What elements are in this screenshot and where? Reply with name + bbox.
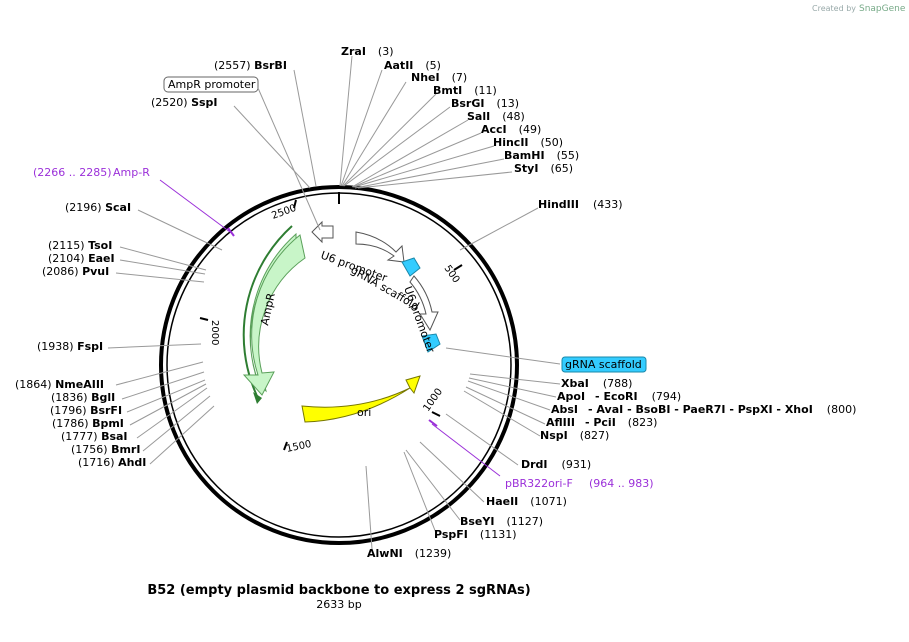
backbone-outer-ring	[159, 185, 519, 545]
map-subtitle: 2633 bp	[316, 598, 361, 611]
ori-feature-arrow[interactable]	[301, 375, 421, 423]
grna-scaffold-box-label: gRNA scaffold	[565, 358, 642, 371]
u6-promoter-b-arrow[interactable]	[409, 275, 439, 332]
backbone-inner-ring	[166, 192, 512, 538]
site-bpmi: (1786) BpmI	[52, 417, 124, 430]
pbr322ori-primer-name: pBR322ori-F	[505, 477, 573, 490]
tick-2500	[293, 199, 297, 209]
site-bseyi: BseYI(1127)	[460, 515, 543, 528]
tick-label-1000: 1000	[421, 387, 445, 414]
site-scai: (2196) ScaI	[65, 201, 131, 214]
site-sspi: (2520) SspI	[151, 96, 218, 109]
site-fspi: (1938) FspI	[37, 340, 103, 353]
top-site-leaders	[233, 55, 539, 251]
grna-scaffold-box	[561, 356, 647, 373]
site-haeii: HaeII(1071)	[486, 495, 567, 508]
site-eaei: (2104) EaeI	[48, 252, 115, 265]
amp-r-primer-name: Amp-R	[113, 166, 150, 179]
pbr322ori-primer-mark	[428, 419, 438, 427]
site-xbai: XbaI(788)	[561, 377, 632, 390]
site-sali: SalI(48)	[467, 110, 525, 123]
site-bgli: (1836) BglI	[51, 391, 115, 404]
tick-label-2000: 2000	[209, 320, 220, 345]
tick-1500	[283, 441, 288, 451]
ampr-feature-arrow[interactable]	[242, 234, 306, 396]
u6-promoter-a-arrow[interactable]	[355, 231, 405, 263]
site-bamhi: BamHI(55)	[504, 149, 579, 162]
site-aatii: AatII(5)	[384, 59, 441, 72]
amp-r-primer-arrowhead	[253, 392, 262, 404]
site-styi: StyI(65)	[514, 162, 573, 175]
site-pspfi: PspFI(1131)	[434, 528, 516, 541]
ampr-promoter-leader	[257, 87, 321, 231]
site-afliii-pcii: AflIII- PciI(823)	[546, 416, 657, 429]
tick-500	[453, 264, 463, 271]
site-ahdi: (1716) AhdI	[78, 456, 146, 469]
amp-r-primer-track	[242, 225, 293, 397]
site-hindiii: HindIII(433)	[538, 198, 623, 211]
site-bsrgi: BsrGI(13)	[451, 97, 519, 110]
amp-r-primer-range: (2266 .. 2285)	[33, 166, 112, 179]
grna-scaffold-a-arrow[interactable]	[401, 257, 421, 277]
site-absi-group: AbsI- AvaI - BsoBI - PaeR7I - PspXI - Xh…	[551, 403, 856, 416]
pbr322ori-primer-range: (964 .. 983)	[589, 477, 654, 490]
pbr322ori-primer-leader	[431, 423, 501, 477]
site-nhei: NheI(7)	[411, 71, 467, 84]
tick-1000	[431, 411, 441, 417]
left-site-leaders	[107, 209, 223, 465]
site-apoi-ecori: ApoI- EcoRI(794)	[557, 390, 681, 403]
tick-2000	[199, 317, 209, 321]
site-pvui: (2086) PvuI	[42, 265, 109, 278]
site-nmeaiii: (1864) NmeAIII	[15, 378, 104, 391]
site-tsoi: (2115) TsoI	[48, 239, 112, 252]
site-bsrbi: (2557) BsrBI	[214, 59, 287, 72]
snapgene-logo-text: SnapGene	[859, 4, 906, 14]
site-alwni: AlwNI(1239)	[367, 547, 451, 560]
site-hincii: HincII(50)	[493, 136, 563, 149]
grna-scaffold-leader	[445, 347, 561, 365]
site-bmti: BmtI(11)	[433, 84, 497, 97]
site-bsrfi: (1796) BsrFI	[50, 404, 122, 417]
right-site-leaders	[365, 373, 561, 550]
site-bsai: (1777) BsaI	[61, 430, 128, 443]
amp-r-primer-leader	[159, 179, 231, 233]
site-bmri: (1756) BmrI	[71, 443, 140, 456]
ampr-promoter-box-label: AmpR promoter	[168, 78, 256, 91]
site-drdi: DrdI(931)	[521, 458, 591, 471]
credit-prefix: Created by	[812, 4, 856, 13]
ampr-promoter-box	[163, 76, 259, 93]
amp-r-primer-mark	[227, 227, 235, 237]
ampr-promoter-arrow[interactable]	[311, 220, 334, 244]
ori-label: ori	[357, 406, 371, 419]
site-zrai: ZraI(3)	[341, 45, 394, 58]
map-title: B52 (empty plasmid backbone to express 2…	[147, 583, 530, 598]
tick-label-1500: 1500	[285, 439, 312, 455]
site-nspi: NspI(827)	[540, 429, 609, 442]
site-acci: AccI(49)	[481, 123, 541, 136]
grna-scaffold-b-arrow[interactable]	[421, 333, 441, 353]
